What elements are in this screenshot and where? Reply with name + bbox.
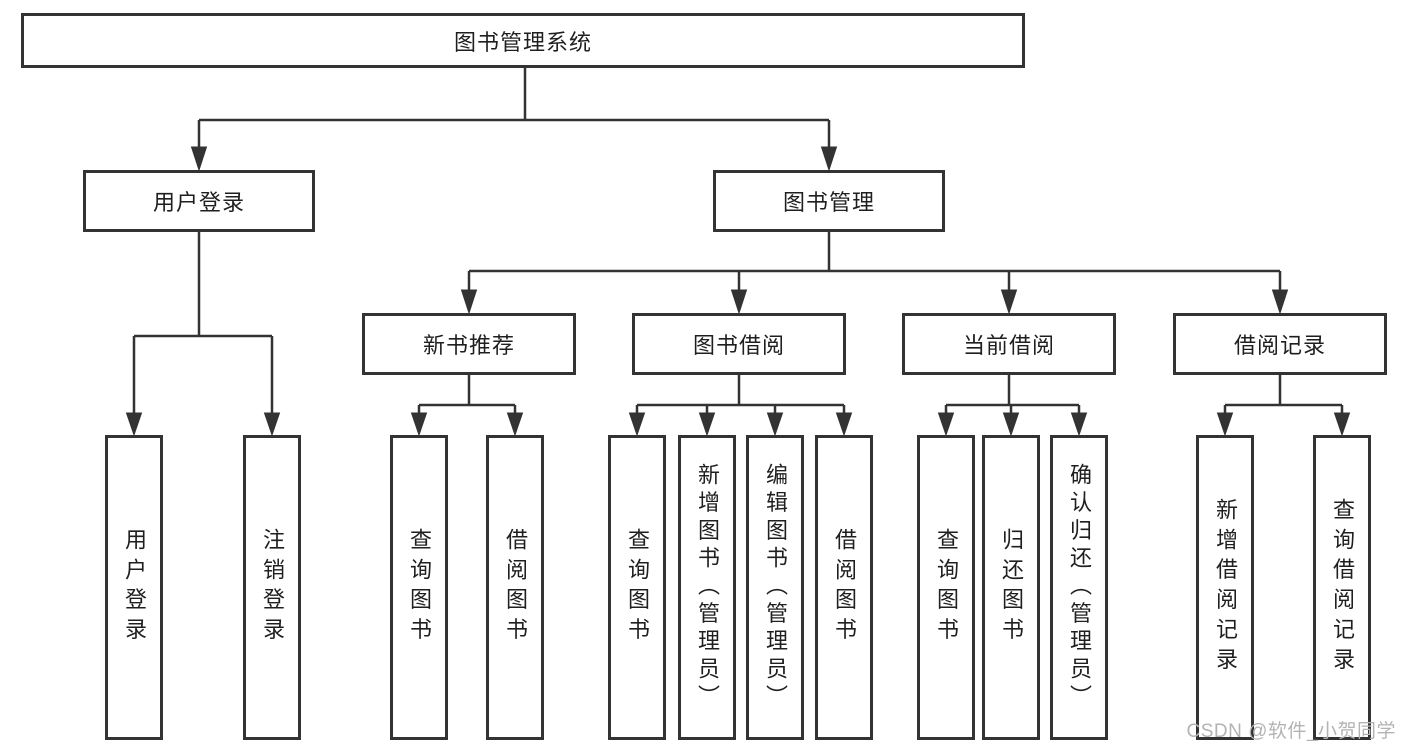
node-label: 图书管理系统 xyxy=(453,29,592,55)
edge-root-to-level2 xyxy=(197,68,831,150)
arrowhead xyxy=(730,289,748,315)
arrowhead xyxy=(506,412,524,437)
node-label: 新增图书（管理员） xyxy=(695,462,720,713)
node-label: 新书推荐 xyxy=(422,333,515,358)
edge-bookborrow-to-leaves xyxy=(635,375,846,416)
node-rec-borrow-books: 借阅图书 xyxy=(486,435,544,740)
arrowhead xyxy=(835,412,853,437)
node-label: 用户登录 xyxy=(122,527,147,648)
node-bb-edit-books-admin: 编辑图书（管理员） xyxy=(746,435,804,740)
node-cb-confirm-return-admin: 确认归还（管理员） xyxy=(1050,435,1108,740)
node-new-book-recommend: 新书推荐 xyxy=(362,313,576,375)
node-label: 图书借阅 xyxy=(692,333,785,358)
edge-currentborrow-to-leaves xyxy=(944,375,1081,416)
node-label: 借阅记录 xyxy=(1233,333,1326,358)
arrowhead xyxy=(766,412,784,437)
node-label: 确认归还（管理员） xyxy=(1067,462,1092,713)
node-bb-query-books: 查询图书 xyxy=(608,435,666,740)
node-library-management-system: 图书管理系统 xyxy=(21,13,1025,68)
node-label: 查询借阅记录 xyxy=(1330,497,1355,678)
node-label: 用户登录 xyxy=(152,190,245,215)
node-label: 归还图书 xyxy=(999,527,1024,648)
node-label: 借阅图书 xyxy=(503,527,528,648)
node-label: 新增借阅记录 xyxy=(1213,497,1238,678)
node-label: 借阅图书 xyxy=(832,527,857,648)
arrowhead xyxy=(410,412,428,437)
node-user-login: 用户登录 xyxy=(83,170,315,232)
edge-bookmgmt-to-level3 xyxy=(467,232,1282,292)
node-label: 图书管理 xyxy=(782,190,875,215)
edge-newbook-to-leaves xyxy=(417,375,517,416)
edge-borrowrecords-to-leaves xyxy=(1223,375,1344,416)
node-borrow-records: 借阅记录 xyxy=(1173,313,1387,375)
arrowhead xyxy=(125,412,143,437)
arrowhead xyxy=(1000,289,1018,315)
arrowhead xyxy=(937,412,955,437)
node-current-borrowing: 当前借阅 xyxy=(902,313,1116,375)
node-user-login-leaf: 用户登录 xyxy=(105,435,163,740)
arrowhead xyxy=(820,146,838,172)
arrowhead xyxy=(190,146,208,172)
node-label: 注销登录 xyxy=(260,527,285,648)
arrowhead xyxy=(1216,412,1234,437)
arrowhead xyxy=(460,289,478,315)
node-cb-query-books: 查询图书 xyxy=(917,435,975,740)
arrowhead xyxy=(698,412,716,437)
node-bb-add-books-admin: 新增图书（管理员） xyxy=(678,435,736,740)
arrowhead xyxy=(1333,412,1351,437)
arrowhead xyxy=(1070,412,1088,437)
edge-userlogin-to-leaves xyxy=(132,232,274,416)
node-label: 当前借阅 xyxy=(962,333,1055,358)
node-br-query-borrow-record: 查询借阅记录 xyxy=(1313,435,1371,740)
arrowhead xyxy=(1271,289,1289,315)
node-label: 查询图书 xyxy=(625,527,650,648)
node-cb-return-books: 归还图书 xyxy=(982,435,1040,740)
node-label: 查询图书 xyxy=(934,527,959,648)
node-book-management: 图书管理 xyxy=(713,170,945,232)
node-logout: 注销登录 xyxy=(243,435,301,740)
node-br-add-borrow-record: 新增借阅记录 xyxy=(1196,435,1254,740)
node-label: 查询图书 xyxy=(407,527,432,648)
arrowhead xyxy=(263,412,281,437)
node-bb-borrow-books: 借阅图书 xyxy=(815,435,873,740)
arrowhead xyxy=(1002,412,1020,437)
node-rec-query-books: 查询图书 xyxy=(390,435,448,740)
csdn-watermark: CSDN @软件_小贺同学 xyxy=(1186,721,1396,742)
arrowhead xyxy=(628,412,646,437)
node-label: 编辑图书（管理员） xyxy=(763,462,788,713)
node-book-borrowing: 图书借阅 xyxy=(632,313,846,375)
